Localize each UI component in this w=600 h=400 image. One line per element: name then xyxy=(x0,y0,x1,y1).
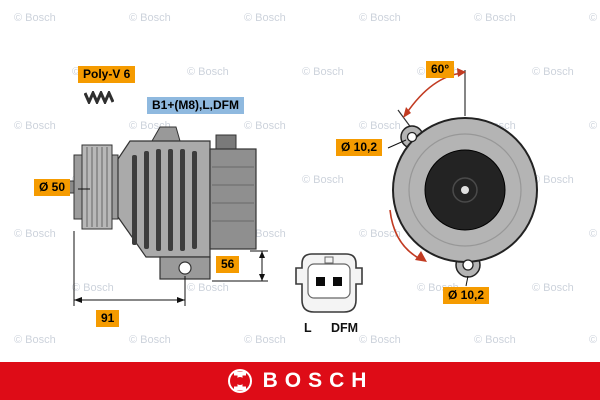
dimension-91 xyxy=(73,231,186,306)
watermark-text: © Bosch xyxy=(129,334,171,346)
watermark-text: © Bosch xyxy=(474,334,516,346)
pin-dfm xyxy=(333,277,342,286)
mount-hole-bottom xyxy=(462,259,474,271)
watermark-text: © Bosch xyxy=(244,334,286,346)
watermark-text: © Bosch xyxy=(14,12,56,24)
watermark-text: © Bosch xyxy=(589,228,600,240)
watermark-text: © Bosch xyxy=(359,12,401,24)
watermark-text: © Bosch xyxy=(244,12,286,24)
angle-60-annotation xyxy=(397,68,466,141)
alternator-rear-view xyxy=(387,68,538,287)
connector-pinout xyxy=(295,253,363,313)
label-pulley-diameter: Ø 50 xyxy=(34,179,71,196)
mount-hole-top xyxy=(406,131,418,143)
brand-text: BOSCH xyxy=(262,369,374,392)
pin-l xyxy=(316,277,325,286)
label-hole-top: Ø 10,2 xyxy=(336,139,383,156)
watermark-text: © Bosch xyxy=(359,334,401,346)
pin-label-dfm: DFM xyxy=(331,321,359,335)
bosch-logo-icon xyxy=(227,369,252,393)
label-angle-60: 60° xyxy=(426,61,455,78)
watermark-row: © Bosch © Bosch © Bosch © Bosch © Bosch © Bos… xyxy=(14,334,600,346)
watermark-text: © Bosch xyxy=(129,12,171,24)
alternator-side-view xyxy=(60,126,268,306)
belt-profile-icon xyxy=(84,91,114,104)
label-terminals: B1+(M8),L,DFM xyxy=(147,97,244,114)
watermark-text: © Bosch xyxy=(187,66,229,78)
watermark-text: © Bosch xyxy=(589,120,600,132)
label-dim-56: 56 xyxy=(216,256,240,273)
watermark-text: © Bosch xyxy=(474,12,516,24)
watermark-text: © Bosch xyxy=(14,334,56,346)
label-dim-91: 91 xyxy=(96,310,120,327)
label-belt-type: Poly-V 6 xyxy=(78,66,136,83)
watermark-row: © Bosch © Bosch © Bosch © Bosch © Bosch © Bos… xyxy=(14,12,600,24)
watermark-text: © Bosch xyxy=(589,12,600,24)
rotation-arrow xyxy=(389,209,427,262)
pin-label-l: L xyxy=(304,321,312,335)
dimension-56 xyxy=(212,250,268,282)
pulley xyxy=(60,144,119,230)
watermark-text: © Bosch xyxy=(589,334,600,346)
brand-bar: BOSCH xyxy=(0,362,600,400)
housing xyxy=(117,126,257,280)
label-hole-bottom: Ø 10,2 xyxy=(443,287,490,304)
